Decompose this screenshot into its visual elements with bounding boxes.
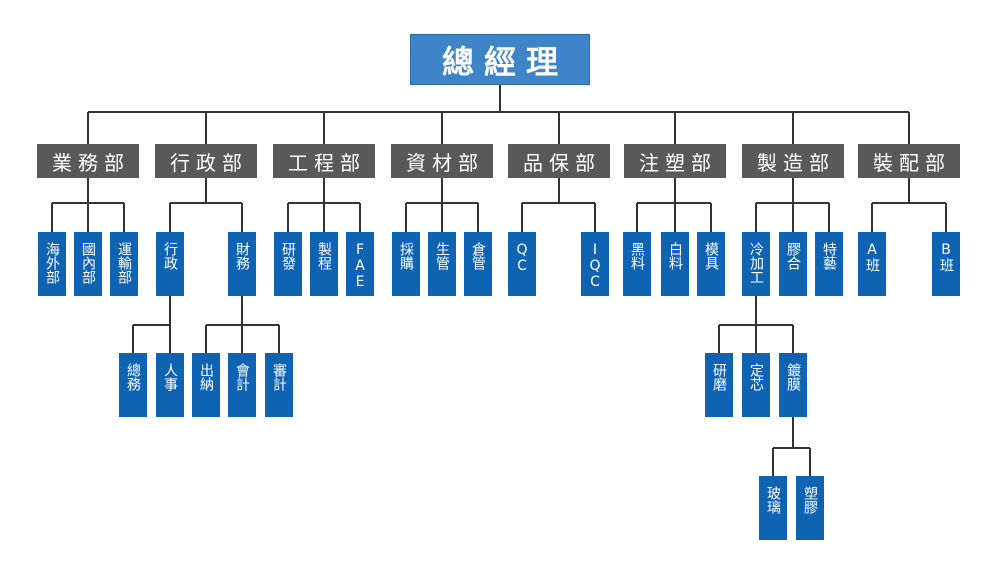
department-box: 業務部 <box>37 144 139 178</box>
unit-box: 鍍膜 <box>779 353 807 417</box>
department-box: 品保部 <box>508 144 610 178</box>
unit-box: 採購 <box>392 232 420 296</box>
root-node: 總經理 <box>410 34 590 85</box>
unit-box: 財務 <box>228 232 256 296</box>
unit-box: 研發 <box>274 232 302 296</box>
unit-box: 冷加工 <box>742 232 770 296</box>
unit-box: QC <box>508 232 536 296</box>
unit-box: 塑膠 <box>796 476 824 540</box>
department-box: 資材部 <box>391 144 493 178</box>
unit-box: 運輸部 <box>110 232 138 296</box>
unit-box: 行政 <box>156 232 184 296</box>
unit-box: 倉管 <box>464 232 492 296</box>
unit-box: 玻璃 <box>759 476 787 540</box>
unit-box: 膠合 <box>779 232 807 296</box>
unit-box: 國內部 <box>74 232 102 296</box>
unit-box: 白料 <box>661 232 689 296</box>
unit-box: IQC <box>581 232 609 296</box>
unit-box: 定芯 <box>742 353 770 417</box>
unit-box: 特藝 <box>815 232 843 296</box>
department-box: 行政部 <box>155 144 257 178</box>
unit-box: FAE <box>346 232 374 296</box>
unit-box: 總務 <box>119 353 147 417</box>
unit-box: 模具 <box>697 232 725 296</box>
unit-box: 海外部 <box>38 232 66 296</box>
unit-box: 研磨 <box>705 353 733 417</box>
department-box: 裝配部 <box>858 144 960 178</box>
unit-box: 出納 <box>192 353 220 417</box>
unit-box: 黑料 <box>623 232 651 296</box>
unit-box: 製程 <box>310 232 338 296</box>
department-box: 注塑部 <box>624 144 726 178</box>
unit-box: 會計 <box>228 353 256 417</box>
unit-box: 審計 <box>265 353 293 417</box>
department-box: 製造部 <box>742 144 844 178</box>
department-box: 工程部 <box>273 144 375 178</box>
unit-box: A班 <box>858 232 886 296</box>
unit-box: 人事 <box>156 353 184 417</box>
unit-box: B班 <box>932 232 960 296</box>
unit-box: 生管 <box>428 232 456 296</box>
